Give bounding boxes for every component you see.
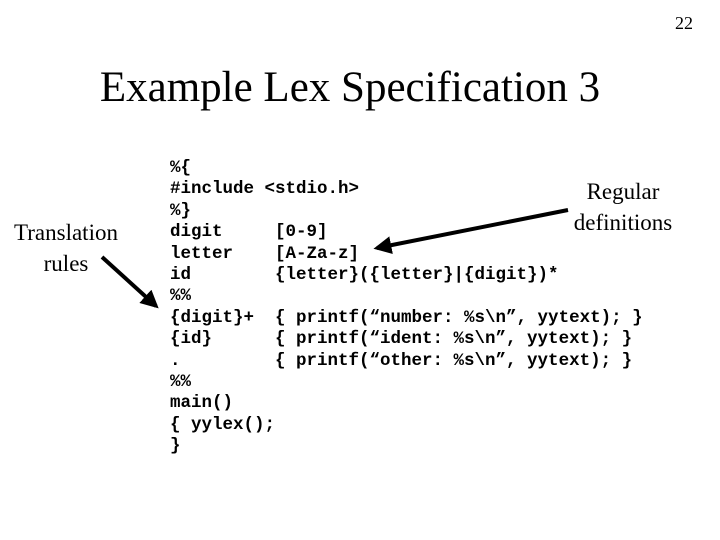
code-line: . { printf(“other: %s\n”, yytext); } bbox=[170, 350, 633, 371]
code-line: {id} { printf(“ident: %s\n”, yytext); } bbox=[170, 329, 633, 350]
code-line: } bbox=[170, 436, 181, 457]
code-line: %% bbox=[170, 286, 192, 307]
code-line: %{ bbox=[170, 158, 192, 178]
page-number: 22 bbox=[675, 13, 693, 33]
slide-title: Example Lex Specification 3 bbox=[99, 64, 601, 111]
code-line: %% bbox=[170, 372, 192, 393]
code-line: letter [A-Za-z] bbox=[170, 243, 360, 264]
lex-code-block: %{#include <stdio.h>%}digit [0-9]letter … bbox=[170, 158, 643, 458]
regular-definitions-label-line2: definitions bbox=[573, 210, 673, 235]
regular-definitions-label: Regular definitions bbox=[553, 176, 693, 238]
code-line: { yylex(); bbox=[170, 414, 276, 435]
code-line: main() bbox=[170, 393, 234, 414]
code-line: %} bbox=[170, 200, 192, 221]
code-line: digit [0-9] bbox=[170, 222, 328, 243]
translation-rules-label-line2: rules bbox=[43, 251, 89, 276]
translation-rules-label-line1: Translation bbox=[14, 220, 118, 245]
code-line: {digit}+ { printf(“number: %s\n”, yytext… bbox=[170, 307, 643, 328]
regular-definitions-label-line1: Regular bbox=[586, 179, 660, 204]
translation-rules-label: Translation rules bbox=[8, 217, 124, 279]
code-line: #include <stdio.h> bbox=[170, 179, 360, 200]
code-line: id {letter}({letter}|{digit})* bbox=[170, 265, 559, 286]
